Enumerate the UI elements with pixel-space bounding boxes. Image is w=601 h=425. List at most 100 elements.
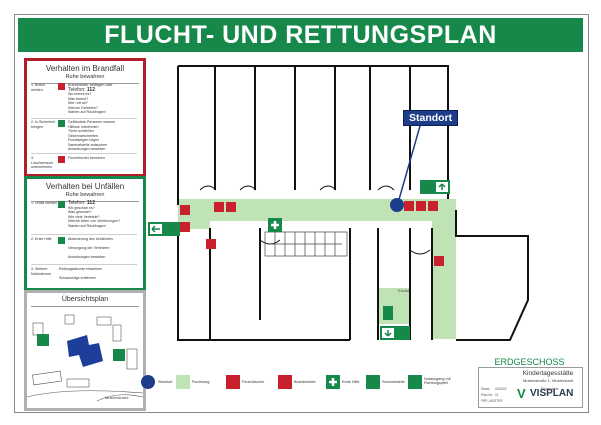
step-text: Rettungsdienste einweisen Schaulustige e…	[59, 267, 125, 281]
divider	[31, 306, 139, 307]
step-line: Wo brennt es?	[68, 92, 92, 96]
step-line: Absicherung des Unfallortes	[68, 237, 113, 241]
fire-extinguisher-icon	[428, 201, 438, 211]
divider	[31, 264, 137, 265]
first-aid-icon	[58, 237, 65, 244]
fire-extinguisher-icon	[434, 256, 444, 266]
escape-route	[178, 199, 456, 339]
step-label: 2. In Sicherheit bringen	[31, 120, 55, 129]
standort-label: Standort	[403, 110, 459, 126]
walls	[177, 65, 529, 341]
fire-alarm-icon	[416, 201, 426, 211]
step-text: Telefon: 112 Wo geschah es? Was geschah?…	[68, 201, 134, 228]
fire-extinguisher-icon	[206, 239, 216, 249]
step-label: 1. Unfall melden	[31, 201, 57, 205]
fire-alarm-icon	[226, 202, 236, 212]
accident-step-1: 1. Unfall melden Telefon: 112 Wo geschah…	[31, 201, 134, 228]
emergency-exit-icon-left	[148, 222, 180, 236]
step-line: Rettungsdienste einweisen	[59, 267, 102, 271]
standort-dot-icon	[390, 198, 404, 212]
emergency-phone-icon	[58, 201, 65, 208]
accident-panel-subheading: Ruhe bewahren	[65, 192, 105, 198]
street-label: Musterstraße	[105, 395, 129, 400]
telephone-line: Telefon: 112	[68, 200, 95, 206]
step-line: Türen schließen	[68, 129, 94, 133]
fire-extinguisher-icon	[214, 202, 224, 212]
fire-extinguisher-icon	[180, 222, 190, 232]
step-line: Wer ruft an?	[68, 101, 88, 105]
accident-panel-heading: Verhalten bei Unfällen	[45, 182, 125, 191]
divider	[31, 201, 139, 202]
step-line: Brandmelder betätigen oder	[68, 83, 113, 87]
accident-step-3: 3. Weitere Maßnahmen Rettungsdienste ein…	[31, 267, 125, 281]
step-line: Warten auf Rückfragen!	[68, 110, 106, 114]
assembly-point-icon	[113, 349, 125, 361]
building-address: Musterstraße 1, Musterstadt	[522, 378, 573, 383]
emergency-exit-icon	[408, 375, 422, 389]
first-aid-icon	[326, 375, 340, 389]
neighbour-building	[64, 314, 75, 325]
step-text: Gefährdete Personen warnen Hilflose mitn…	[68, 120, 134, 152]
divider	[31, 153, 137, 154]
step-line: Wo geschah es?	[68, 205, 95, 210]
standort-pointer	[397, 125, 421, 204]
standort-dot-icon	[141, 375, 155, 389]
stand-label: Stand:	[481, 387, 491, 391]
format-label: FRP_MUSTER	[481, 399, 503, 403]
building-footprint	[67, 335, 103, 367]
overview-panel: Übersichtsplan Musterstraße	[24, 290, 146, 411]
step-line: Was brennt?	[68, 96, 89, 101]
fire-alarm-icon	[58, 83, 65, 90]
legend-symbols	[141, 375, 422, 389]
step-line: Fluchtwegen folgen	[68, 138, 100, 142]
title-block: Kindertagesstätte Musterstraße 1, Muster…	[478, 367, 583, 408]
fire-step-3: 3. Löschversuch unternehmen Feuerlöscher…	[31, 156, 134, 170]
step-line: Gekennzeichneten	[68, 133, 98, 138]
neighbour-building	[96, 316, 112, 326]
step-line: Welche Gefahren?	[68, 105, 98, 110]
divider	[31, 118, 137, 119]
accident-behaviour-panel: Verhalten bei Unfällen Ruhe bewahren 1. …	[24, 176, 146, 291]
plan-nr-label: Plan-Nr.:	[481, 393, 494, 397]
step-line: Schaulustige entfernen	[59, 276, 96, 280]
step-line: Wie viele Verletzte?	[68, 214, 100, 219]
step-line: Gefährdete Personen warnen	[68, 120, 116, 124]
step-line: Sammelstelle aufsuchen	[68, 142, 108, 147]
legend-label: Feuerlöscher	[242, 380, 265, 384]
step-line: Anweisungen beachten	[68, 255, 106, 259]
fire-panel-subheading: Ruhe bewahren	[65, 74, 105, 80]
fire-alarm-icon	[278, 375, 292, 389]
legend-label: Brandmelder	[294, 380, 316, 384]
fire-behaviour-panel: Verhalten im Brandfall Ruhe bewahren 1. …	[24, 58, 146, 177]
step-line: Warten auf Rückfragen!	[68, 223, 106, 228]
neighbour-building	[66, 378, 90, 388]
legend-label: Fluchtweg	[192, 380, 210, 384]
fire-extinguisher-icon	[226, 375, 240, 389]
overview-panel-heading: Übersichtsplan	[61, 296, 109, 303]
step-text: Absicherung des Unfallortes Versorgung d…	[68, 237, 134, 260]
escape-route-swatch-icon	[176, 375, 190, 389]
legend-label: Erste Hilfe	[342, 380, 360, 384]
legend-label: Sammelstelle	[382, 380, 405, 384]
fire-step-2: 2. In Sicherheit bringen Gefährdete Pers…	[31, 120, 134, 152]
telephone-line: Telefon: 112	[68, 87, 95, 93]
staircase	[264, 231, 348, 257]
room-label: Küche	[398, 288, 410, 293]
step-label: 2. Erste Hilfe	[31, 237, 52, 241]
divider	[31, 234, 137, 235]
emergency-exit-icon	[58, 120, 65, 127]
brand-name: VISPLAN	[530, 388, 574, 399]
first-aid-icon	[268, 218, 282, 232]
step-label: 3. Löschversuch unternehmen	[31, 156, 54, 169]
fire-panel-heading: Verhalten im Brandfall	[45, 64, 125, 73]
fire-extinguisher-icon	[404, 201, 414, 211]
step-line: Hilflose mitnehmen	[68, 124, 99, 129]
visplan-logo-icon: V	[517, 386, 526, 401]
planer-label: Planersteller	[541, 387, 559, 391]
accident-step-2: 2. Erste Hilfe Absicherung des Unfallort…	[31, 237, 134, 260]
stand-value: 00/2022	[495, 387, 507, 391]
neighbour-building	[126, 348, 138, 370]
floor-title: ERDGESCHOSS	[494, 357, 565, 367]
step-label: 1. Brand melden	[31, 83, 45, 92]
